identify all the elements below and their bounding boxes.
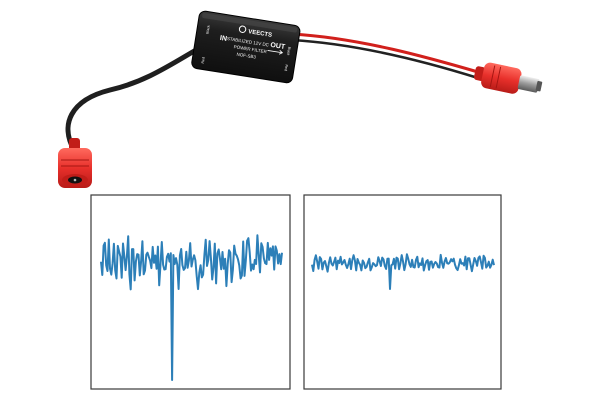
filtered-waveform-panel	[303, 194, 502, 390]
filter-box: VEECTS STABILIZED 12V DC POWER FILTER NO…	[191, 10, 301, 84]
male-dc-plug	[473, 62, 543, 94]
in-label: IN	[219, 35, 227, 43]
in-side-label-bottom: Red	[201, 57, 206, 64]
out-arrow-icon	[267, 50, 284, 55]
spec-line-2: POWER FILTER	[233, 44, 268, 54]
brand-label: VEECTS	[248, 29, 273, 39]
red-cable	[290, 32, 480, 74]
female-dc-plug	[58, 138, 92, 188]
out-side-label-bottom: Red	[284, 64, 289, 71]
spec-line-1: STABILIZED 12V DC	[227, 36, 270, 48]
out-side-label-top: Black	[286, 46, 291, 55]
out-label: OUT	[270, 42, 286, 51]
in-side-label-top: Black	[205, 25, 210, 34]
black-output-cable	[290, 38, 480, 80]
noisy-waveform-panel	[90, 194, 291, 390]
noisy-waveform	[100, 234, 283, 381]
filtered-waveform	[311, 253, 495, 290]
device-logo: VEECTS	[238, 25, 273, 39]
black-cable	[65, 47, 199, 153]
spec-line-3: NOF-SB3	[236, 52, 257, 60]
